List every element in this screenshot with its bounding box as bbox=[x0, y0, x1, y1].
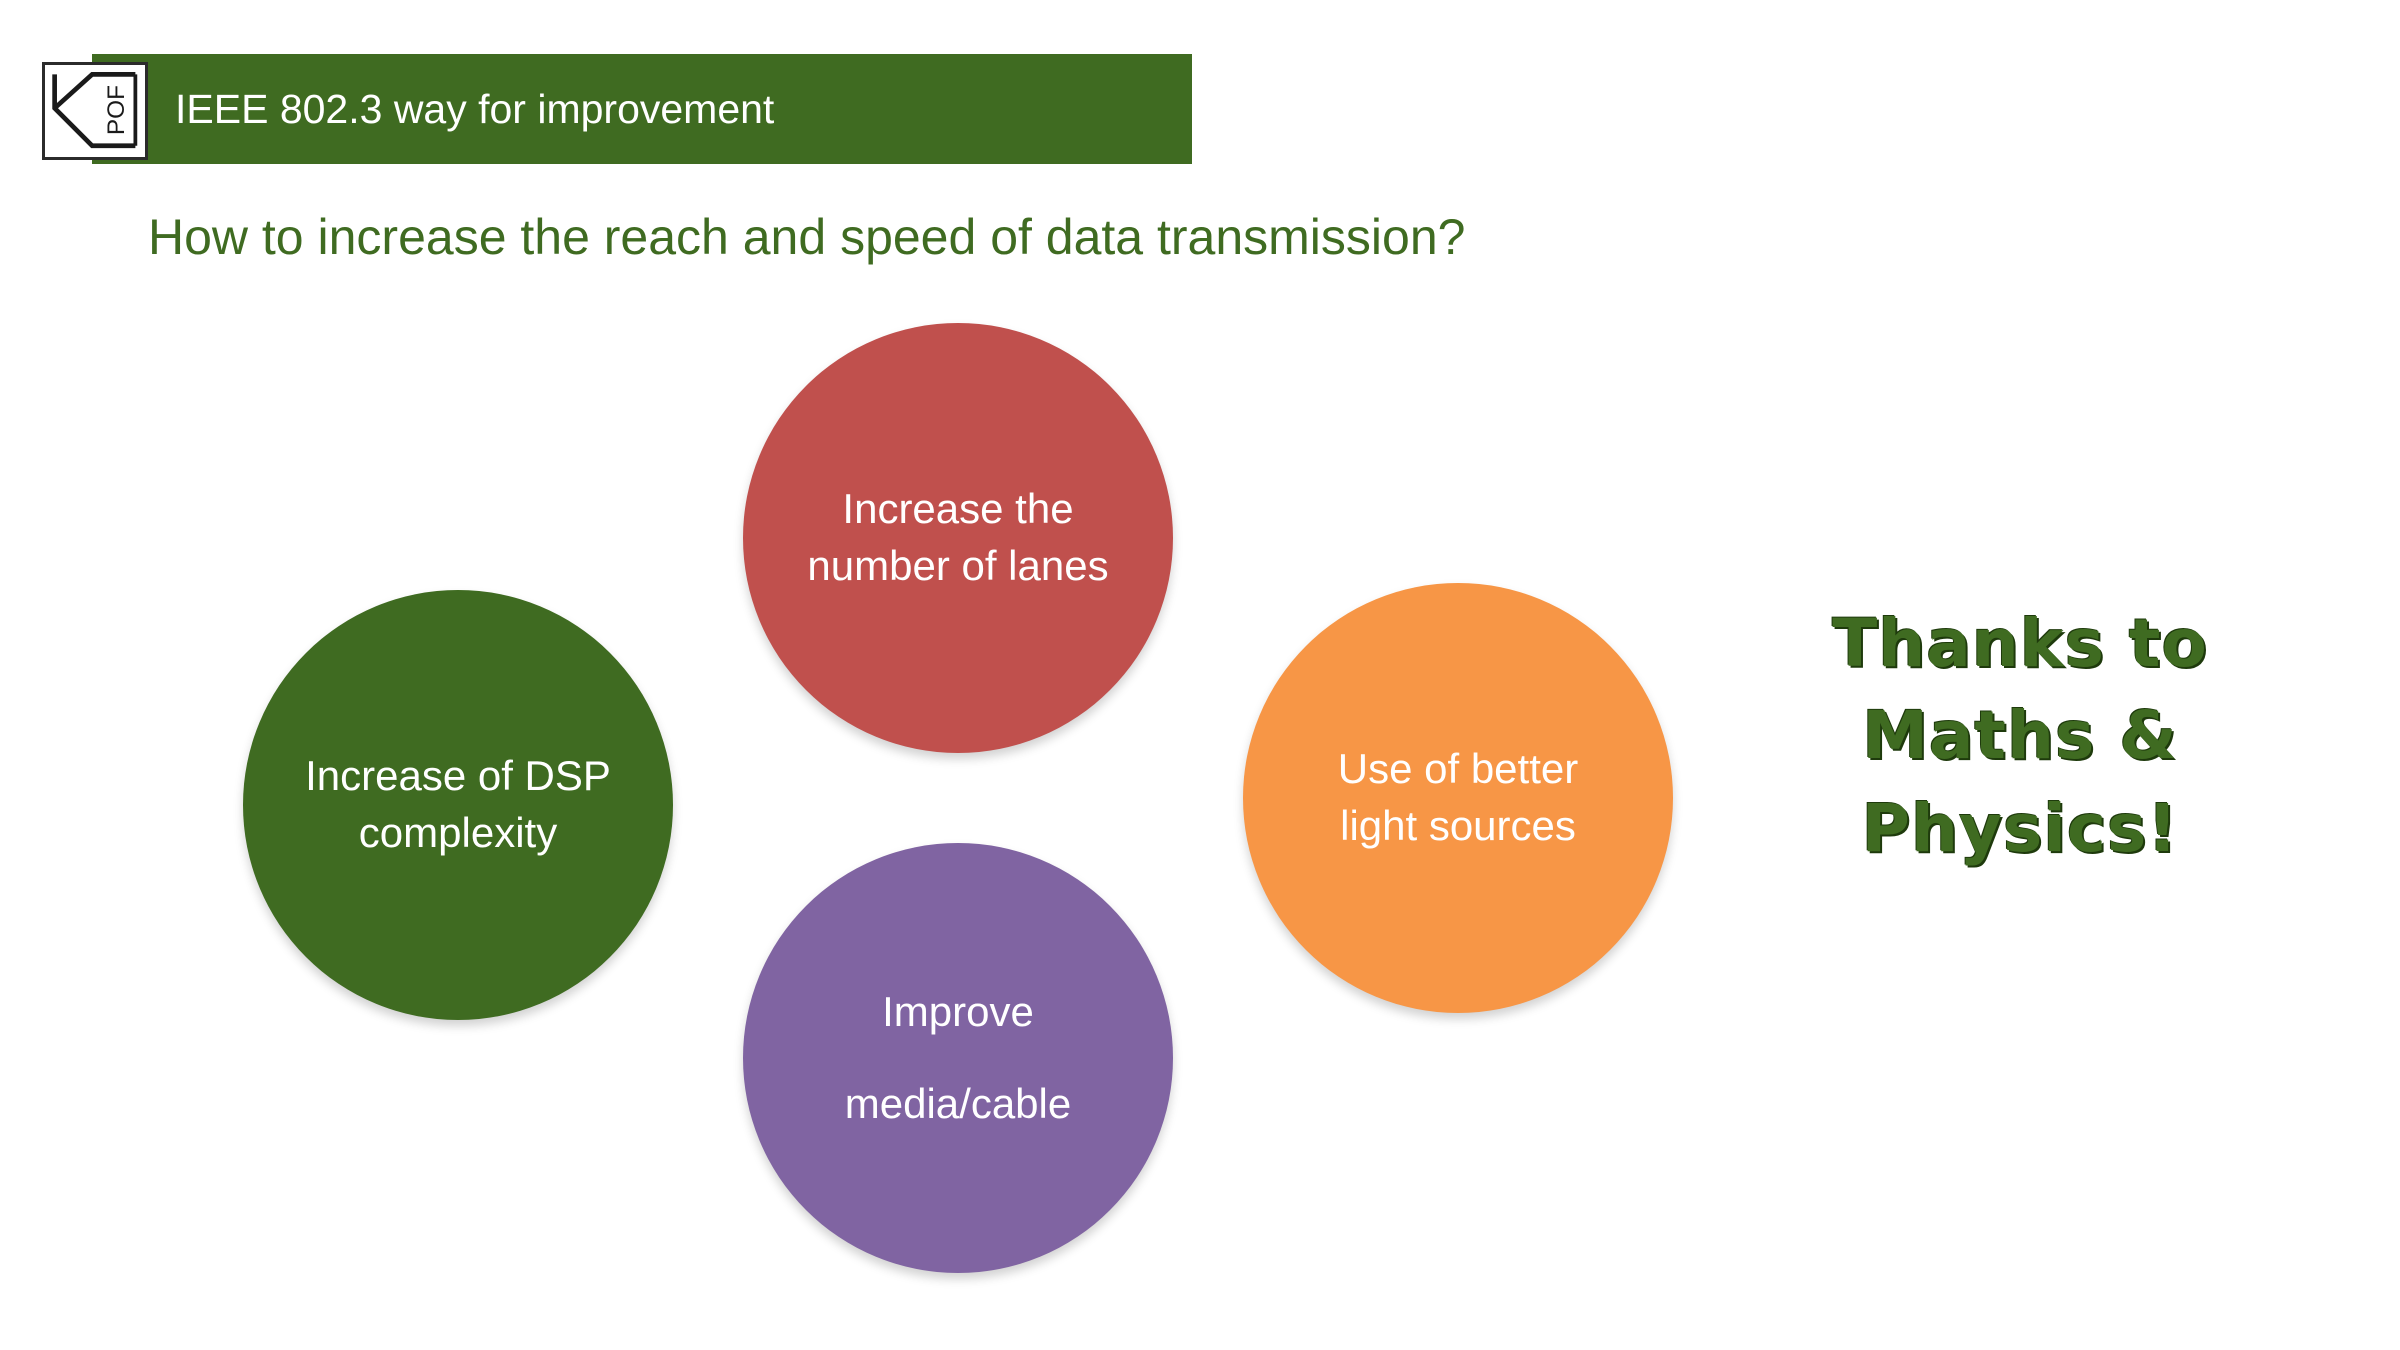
circle-dsp: Increase of DSP complexity bbox=[243, 590, 673, 1020]
header-title: IEEE 802.3 way for improvement bbox=[175, 86, 775, 132]
circle-media: Improve media/cable bbox=[743, 843, 1173, 1273]
circle-dsp-label: Increase of DSP complexity bbox=[305, 752, 611, 856]
circle-media-label: Improve media/cable bbox=[844, 987, 1072, 1127]
thanks-text: Thanks to Maths & Physics! bbox=[1832, 605, 2208, 867]
circle-lanes: Increase the number of lanes bbox=[743, 323, 1173, 753]
circle-light-label: Use of better light sources bbox=[1337, 745, 1579, 849]
logo-text: POF bbox=[103, 85, 130, 135]
pof-logo: POF bbox=[42, 62, 148, 160]
circle-lanes-label: Increase the number of lanes bbox=[807, 485, 1109, 589]
header-bar bbox=[92, 54, 1192, 164]
circle-light: Use of better light sources bbox=[1243, 583, 1673, 1013]
question-heading: How to increase the reach and speed of d… bbox=[148, 209, 1466, 265]
